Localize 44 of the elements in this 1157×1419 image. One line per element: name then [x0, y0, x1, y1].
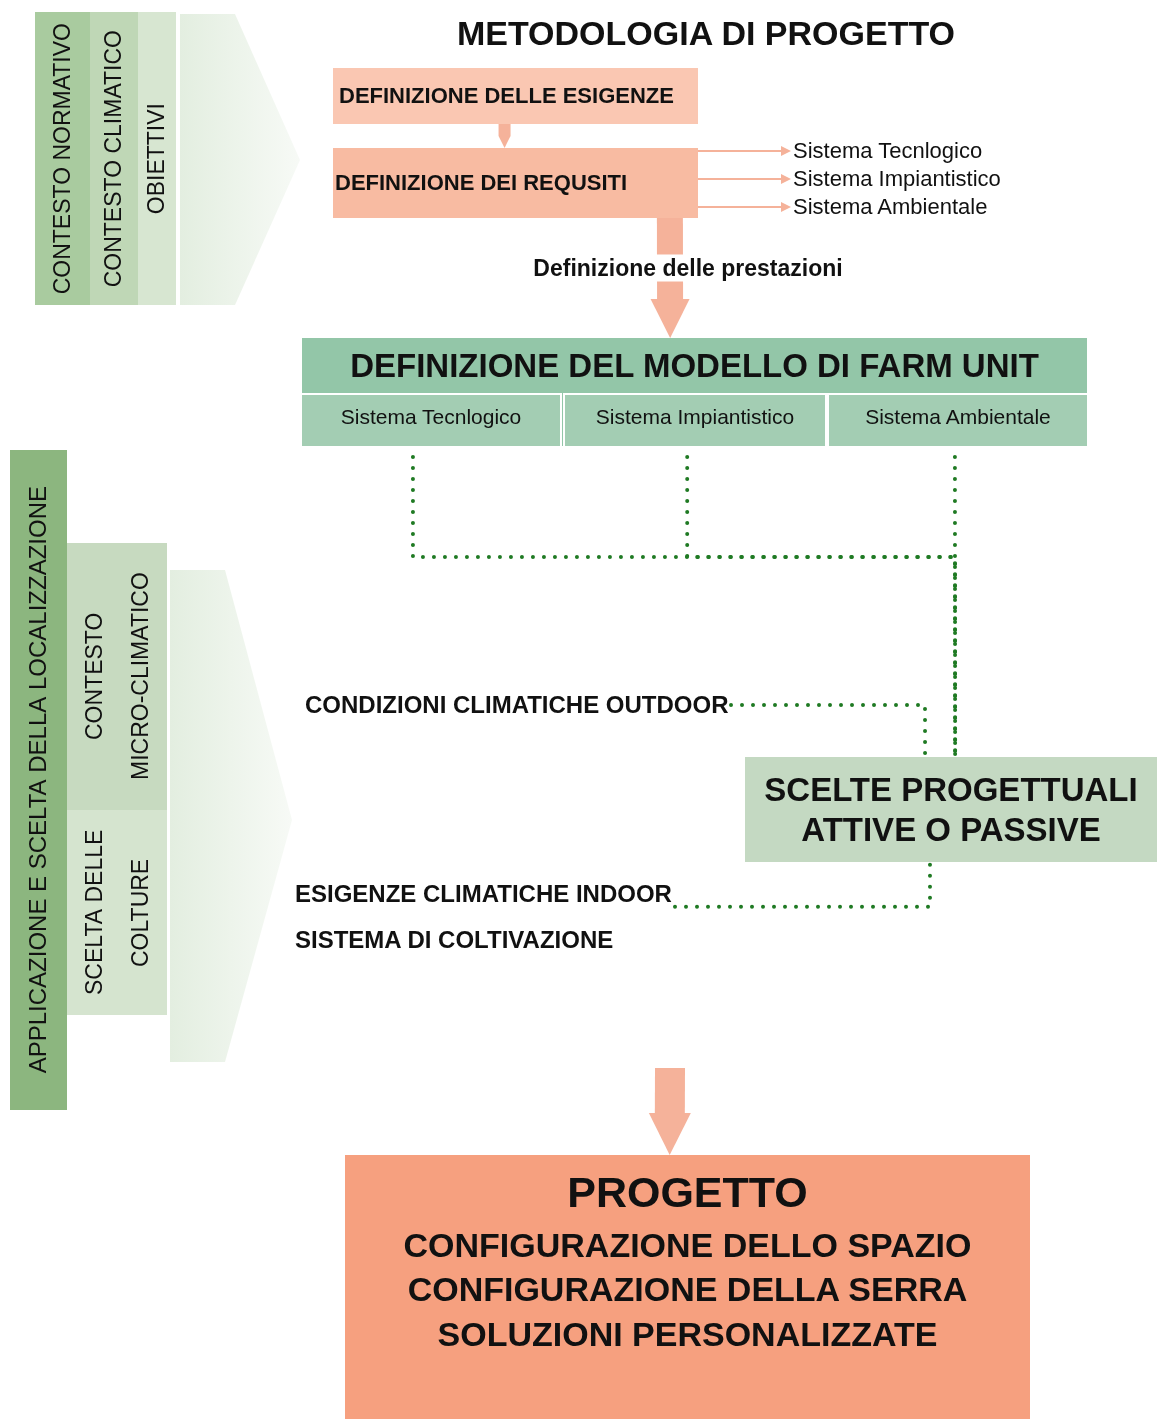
- band-label: CONTESTO MICRO-CLIMATICO: [80, 571, 154, 783]
- box-label: SCELTE PROGETTUALI ATTIVE O PASSIVE: [763, 769, 1139, 850]
- band-label: CONTESTO CLIMATICO: [100, 29, 128, 288]
- project-item: CONFIGURAZIONE DELLA SERRA: [407, 1269, 968, 1311]
- process-box: [333, 68, 698, 124]
- condition-label: ESIGENZE CLIMATICHE INDOOR: [295, 878, 675, 910]
- project-heading: PROGETTO: [567, 1167, 808, 1218]
- box-label: DEFINIZIONE DELLE ESIGENZE: [339, 82, 674, 110]
- arrow: [697, 146, 791, 156]
- application-band: [10, 450, 67, 1110]
- system-label: Sistema Ambientale: [865, 403, 1051, 430]
- band-label: OBIETTIVI: [143, 102, 171, 215]
- arrow: [498, 124, 511, 148]
- arrow: [650, 218, 690, 338]
- diagram-title: METODOLOGIA DI PROGETTO: [455, 14, 957, 53]
- box-label: DEFINIZIONE DEI REQUSITI: [335, 169, 628, 197]
- system-box: [302, 395, 560, 446]
- system-label: Sistema Tecnlogico: [793, 137, 1005, 165]
- crop-band: [67, 810, 167, 1015]
- project-item: CONFIGURAZIONE DELLO SPAZIO: [403, 1224, 972, 1266]
- context-band: [67, 543, 167, 810]
- arrow: [697, 174, 791, 184]
- dotted-connector: [673, 860, 932, 909]
- system-box: [829, 395, 1087, 446]
- context-band: [90, 12, 138, 305]
- project-item: SOLUZIONI PERSONALIZZATE: [437, 1314, 938, 1355]
- arrow: [697, 202, 791, 212]
- context-band: [35, 12, 90, 305]
- system-label: Sistema Impiantistico: [793, 165, 1005, 193]
- project-box: [345, 1155, 1030, 1419]
- arrow: [648, 1067, 691, 1155]
- system-label: Sistema Ambientale: [793, 193, 1005, 221]
- system-label: Sistema Tecnlogico: [340, 403, 522, 430]
- model-panel: [302, 338, 1087, 446]
- decision-box: [745, 757, 1157, 862]
- band-label: CONTESTO NORMATIVO: [48, 22, 76, 295]
- context-band: [138, 12, 176, 305]
- condition-label: CONDIZIONI CLIMATICHE OUTDOOR: [305, 688, 731, 722]
- system-label: Sistema Impiantistico: [595, 403, 795, 430]
- panel-heading: DEFINIZIONE DEL MODELLO DI FARM UNIT: [350, 346, 1039, 386]
- band-label: APPLICAZIONE E SCELTA DELLA LOCALIZZAZIONE: [24, 486, 53, 1074]
- process-box: [333, 148, 698, 218]
- text-label: SISTEMA DI COLTIVAZIONE: [295, 926, 614, 954]
- system-box: [565, 395, 825, 446]
